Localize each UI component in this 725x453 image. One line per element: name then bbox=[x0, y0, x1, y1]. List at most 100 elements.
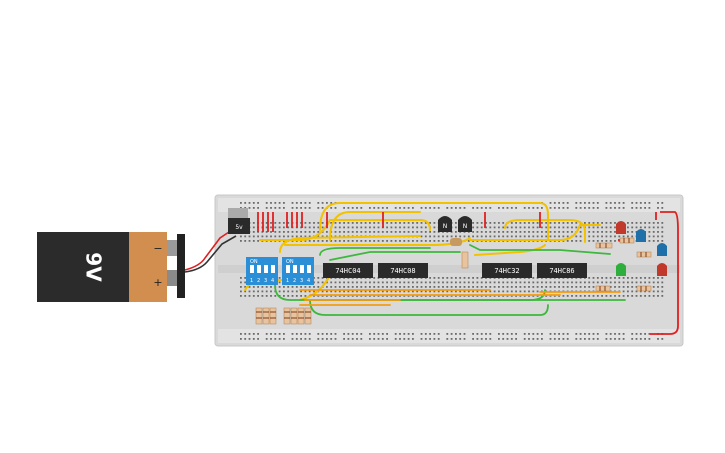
breadboard-hole[interactable] bbox=[265, 333, 268, 335]
breadboard-hole[interactable] bbox=[472, 290, 474, 293]
breadboard-hole[interactable] bbox=[442, 235, 444, 238]
breadboard-hole[interactable] bbox=[407, 226, 410, 229]
breadboard-hole[interactable] bbox=[308, 240, 311, 242]
breadboard-hole[interactable] bbox=[614, 338, 616, 340]
breadboard-hole[interactable] bbox=[356, 226, 358, 229]
breadboard-hole[interactable] bbox=[601, 235, 603, 238]
breadboard-hole[interactable] bbox=[317, 207, 320, 209]
breadboard-hole[interactable] bbox=[614, 286, 616, 288]
breadboard-hole[interactable] bbox=[541, 281, 543, 284]
breadboard-hole[interactable] bbox=[446, 290, 449, 293]
breadboard-hole[interactable] bbox=[523, 338, 526, 340]
breadboard-hole[interactable] bbox=[334, 333, 337, 335]
breadboard-hole[interactable] bbox=[283, 338, 285, 340]
breadboard-hole[interactable] bbox=[618, 338, 621, 340]
breadboard-hole[interactable] bbox=[644, 338, 646, 340]
breadboard-hole[interactable] bbox=[480, 277, 483, 279]
breadboard-hole[interactable] bbox=[657, 235, 659, 238]
breadboard-hole[interactable] bbox=[635, 290, 638, 293]
breadboard-hole[interactable] bbox=[532, 222, 535, 224]
breadboard-hole[interactable] bbox=[536, 207, 539, 209]
breadboard-hole[interactable] bbox=[300, 286, 302, 288]
breadboard-hole[interactable] bbox=[240, 207, 242, 209]
breadboard-hole[interactable] bbox=[270, 338, 272, 340]
breadboard-hole[interactable] bbox=[601, 226, 603, 229]
breadboard-hole[interactable] bbox=[510, 290, 513, 293]
breadboard-hole[interactable] bbox=[394, 286, 397, 288]
breadboard-hole[interactable] bbox=[412, 281, 414, 284]
breadboard-hole[interactable] bbox=[455, 290, 457, 293]
breadboard-hole[interactable] bbox=[553, 281, 556, 284]
breadboard-hole[interactable] bbox=[601, 240, 603, 242]
breadboard-hole[interactable] bbox=[510, 231, 513, 233]
breadboard-hole[interactable] bbox=[450, 235, 453, 238]
breadboard-hole[interactable] bbox=[476, 281, 479, 284]
breadboard-hole[interactable] bbox=[631, 222, 634, 224]
breadboard-hole[interactable] bbox=[356, 286, 358, 288]
breadboard-hole[interactable] bbox=[485, 235, 487, 238]
breadboard-hole[interactable] bbox=[420, 235, 423, 238]
breadboard-hole[interactable] bbox=[403, 338, 406, 340]
breadboard-hole[interactable] bbox=[308, 226, 311, 229]
breadboard-hole[interactable] bbox=[424, 207, 427, 209]
breadboard-hole[interactable] bbox=[399, 226, 401, 229]
breadboard-hole[interactable] bbox=[455, 281, 457, 284]
breadboard-hole[interactable] bbox=[601, 295, 603, 297]
breadboard-hole[interactable] bbox=[304, 226, 307, 229]
breadboard-hole[interactable] bbox=[652, 226, 655, 229]
breadboard-hole[interactable] bbox=[639, 281, 642, 284]
breadboard-hole[interactable] bbox=[536, 290, 539, 293]
breadboard-hole[interactable] bbox=[528, 222, 530, 224]
breadboard-hole[interactable] bbox=[308, 235, 311, 238]
breadboard-hole[interactable] bbox=[472, 286, 474, 288]
breadboard-hole[interactable] bbox=[476, 286, 479, 288]
breadboard-hole[interactable] bbox=[523, 226, 526, 229]
chip-74hc08[interactable]: 74HC08 bbox=[378, 263, 428, 278]
breadboard-hole[interactable] bbox=[584, 286, 586, 288]
breadboard-hole[interactable] bbox=[338, 222, 341, 224]
breadboard-hole[interactable] bbox=[377, 240, 380, 242]
breadboard-hole[interactable] bbox=[502, 222, 505, 224]
breadboard-hole[interactable] bbox=[601, 222, 603, 224]
breadboard-hole[interactable] bbox=[313, 226, 315, 229]
breadboard-hole[interactable] bbox=[424, 290, 427, 293]
breadboard-hole[interactable] bbox=[381, 333, 384, 335]
breadboard-hole[interactable] bbox=[652, 290, 655, 293]
breadboard-hole[interactable] bbox=[300, 333, 302, 335]
breadboard-hole[interactable] bbox=[627, 226, 629, 229]
breadboard-hole[interactable] bbox=[308, 202, 311, 204]
breadboard-hole[interactable] bbox=[480, 207, 483, 209]
led-red-2[interactable] bbox=[657, 263, 667, 276]
breadboard-hole[interactable] bbox=[347, 290, 350, 293]
breadboard-hole[interactable] bbox=[493, 226, 496, 229]
breadboard-hole[interactable] bbox=[429, 333, 431, 335]
breadboard-hole[interactable] bbox=[364, 290, 367, 293]
breadboard-hole[interactable] bbox=[248, 338, 251, 340]
breadboard-hole[interactable] bbox=[528, 333, 530, 335]
breadboard-hole[interactable] bbox=[476, 277, 479, 279]
breadboard-hole[interactable] bbox=[493, 235, 496, 238]
breadboard-hole[interactable] bbox=[588, 286, 591, 288]
breadboard-hole[interactable] bbox=[274, 222, 277, 224]
breadboard-hole[interactable] bbox=[515, 286, 517, 288]
breadboard-hole[interactable] bbox=[498, 290, 500, 293]
breadboard-hole[interactable] bbox=[420, 207, 423, 209]
breadboard-hole[interactable] bbox=[442, 286, 444, 288]
breadboard-hole[interactable] bbox=[510, 235, 513, 238]
breadboard-hole[interactable] bbox=[360, 338, 363, 340]
breadboard-hole[interactable] bbox=[326, 240, 328, 242]
breadboard-hole[interactable] bbox=[485, 226, 487, 229]
breadboard-hole[interactable] bbox=[562, 281, 565, 284]
breadboard-hole[interactable] bbox=[523, 207, 526, 209]
breadboard-hole[interactable] bbox=[386, 240, 388, 242]
breadboard-hole[interactable] bbox=[661, 202, 664, 204]
breadboard-hole[interactable] bbox=[287, 290, 290, 293]
breadboard-hole[interactable] bbox=[596, 338, 599, 340]
breadboard-hole[interactable] bbox=[657, 231, 659, 233]
breadboard-hole[interactable] bbox=[381, 231, 384, 233]
breadboard-hole[interactable] bbox=[416, 231, 419, 233]
breadboard-hole[interactable] bbox=[424, 226, 427, 229]
breadboard-hole[interactable] bbox=[605, 226, 608, 229]
breadboard-hole[interactable] bbox=[657, 338, 659, 340]
breadboard-hole[interactable] bbox=[639, 338, 642, 340]
